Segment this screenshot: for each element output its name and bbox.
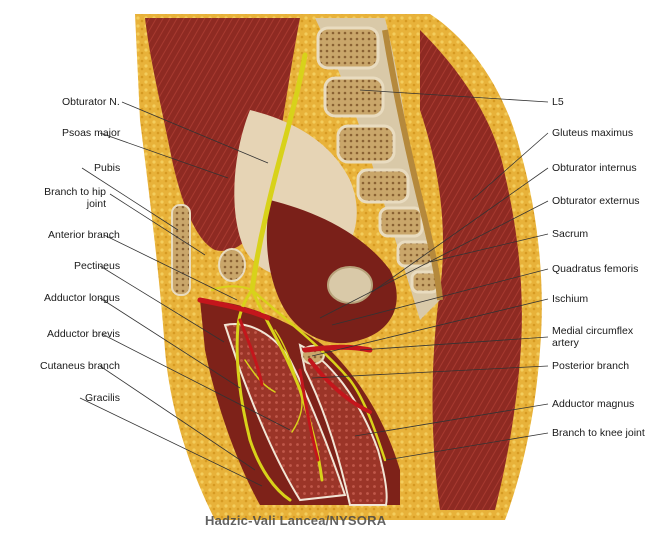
label-quadratus-femoris: Quadratus femoris bbox=[552, 263, 639, 275]
obturator-internus-muscle bbox=[266, 200, 397, 344]
label-anterior-branch: Anterior branch bbox=[48, 229, 120, 241]
pubis-cut bbox=[218, 248, 246, 282]
label-gracilis: Gracilis bbox=[85, 392, 121, 404]
adductor-magnus-cut bbox=[298, 343, 388, 506]
label-cutaneus-branch: Cutaneus branch bbox=[40, 360, 120, 372]
label-psoas-major: Psoas major bbox=[62, 127, 121, 139]
image-credit: Hadzic-Vali Lancea/NYSORA bbox=[205, 513, 387, 528]
label-adductor-magnus: Adductor magnus bbox=[552, 398, 635, 410]
spinal-canal bbox=[382, 29, 443, 301]
leader-lines bbox=[79, 89, 549, 487]
label-ischium: Ischium bbox=[552, 293, 589, 305]
label-l5: L5 bbox=[552, 96, 564, 108]
medial-circumflex-artery bbox=[197, 297, 373, 462]
adductor-brevis-cut bbox=[223, 323, 347, 502]
label-branch-to-knee-joint: Branch to knee joint bbox=[552, 427, 645, 439]
label-branch-to-hip-joint: Branch to hip joint bbox=[44, 186, 106, 210]
label-obturator-internus: Obturator internus bbox=[552, 162, 637, 174]
label-pectineus: Pectineus bbox=[74, 260, 121, 272]
pubis-bone bbox=[171, 204, 191, 296]
label-pubis: Pubis bbox=[94, 162, 121, 174]
label-sacrum: Sacrum bbox=[552, 228, 589, 240]
label-obturator-externus: Obturator externus bbox=[552, 195, 640, 207]
femoral-head bbox=[327, 266, 373, 304]
label-adductor-longus: Adductor longus bbox=[44, 292, 120, 304]
gluteus-maximus-region bbox=[420, 30, 522, 510]
vertebrae bbox=[316, 26, 440, 294]
label-posterior-branch: Posterior branch bbox=[552, 360, 630, 372]
label-medial-circumflex-artery: Medial circumflex artery bbox=[552, 325, 634, 349]
label-gluteus-maximus: Gluteus maximus bbox=[552, 127, 634, 139]
label-obturator-n: Obturator N. bbox=[62, 96, 120, 108]
label-adductor-brevis: Adductor brevis bbox=[47, 328, 120, 340]
